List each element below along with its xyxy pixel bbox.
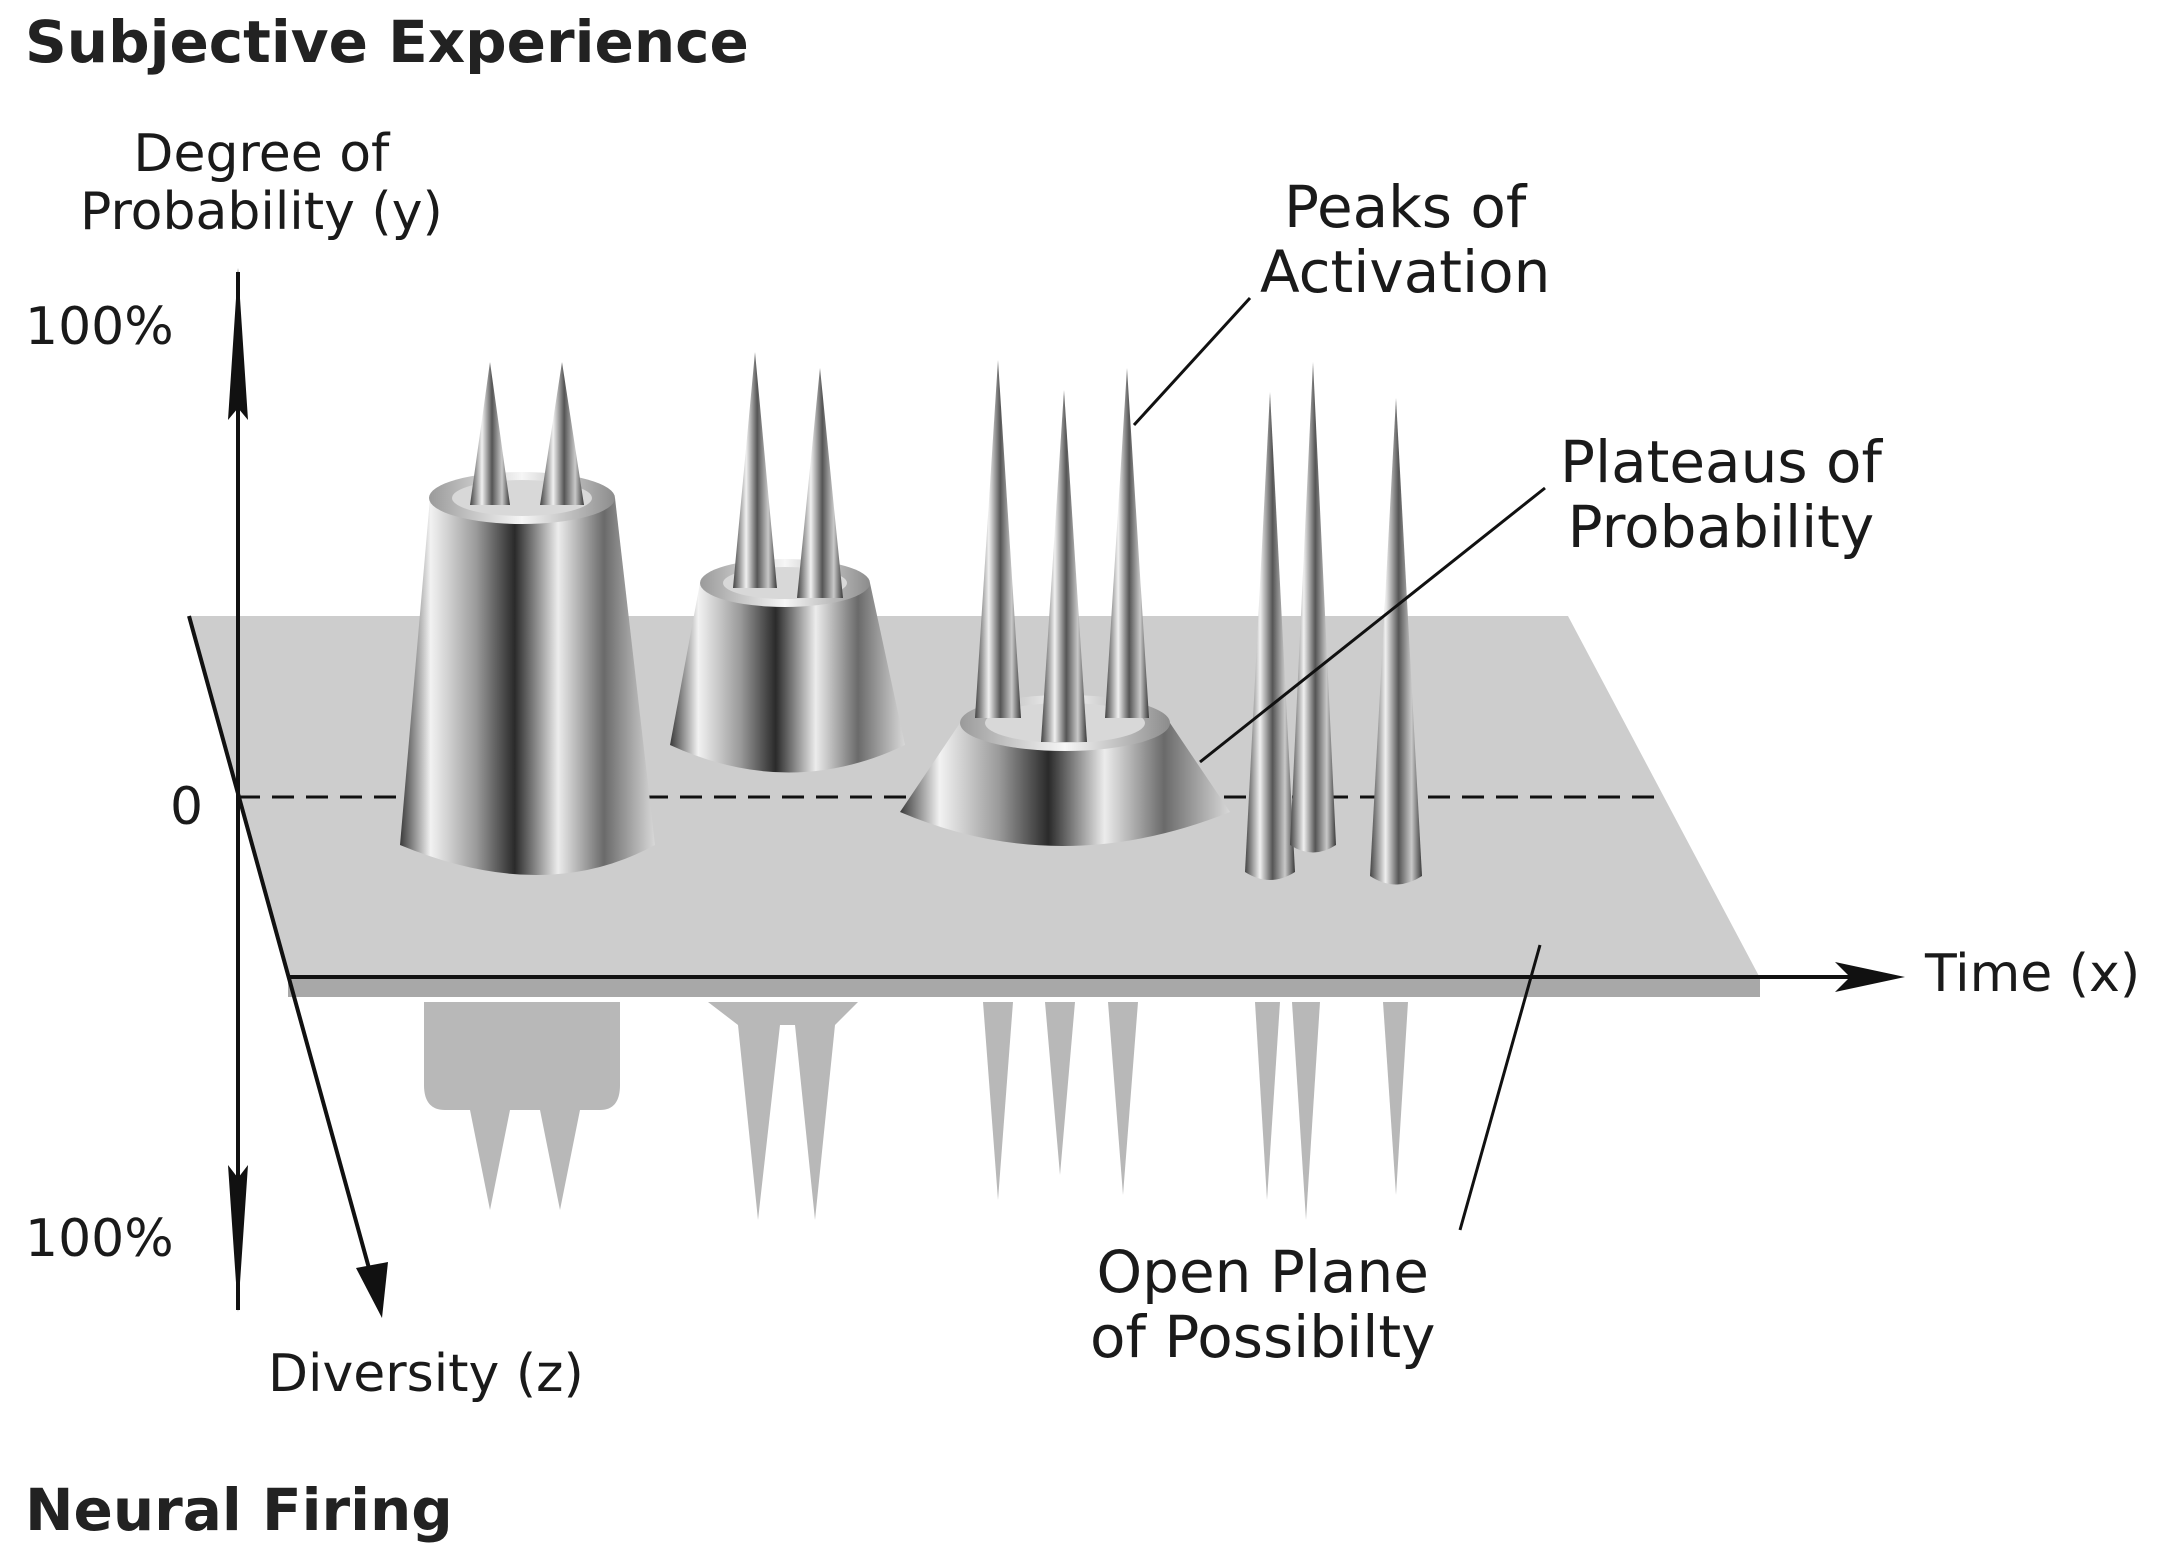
- plateau-tower-3: [900, 360, 1230, 846]
- shadow-spike-4: [1255, 1002, 1280, 1200]
- shadow-spike-6: [1383, 1002, 1408, 1195]
- y-axis-arrow-top: [228, 268, 248, 420]
- leader-plane: [1458, 944, 1542, 1231]
- callout-plateaus-of-probability: Plateaus of Probability: [1560, 428, 1882, 561]
- shadow-spike-3: [1108, 1002, 1138, 1195]
- x-axis-label: Time (x): [1925, 944, 2141, 1004]
- title-subjective-experience: Subjective Experience: [25, 8, 749, 76]
- shadow-spike-1: [983, 1002, 1013, 1200]
- leader-peaks: [1132, 296, 1252, 427]
- z-axis: [187, 615, 377, 1291]
- standalone-peaks: [1245, 362, 1422, 885]
- neural-firing-shadows: [424, 1002, 1408, 1220]
- z-axis-label: Diversity (z): [268, 1344, 584, 1404]
- y-tick-bottom: 100%: [25, 1209, 174, 1269]
- shadow-tower-1: [424, 1002, 620, 1210]
- plateau-tower-2: [670, 352, 905, 773]
- plateau-tower-1: [400, 362, 655, 875]
- shadow-tower-2: [708, 1002, 858, 1220]
- open-plane-front-edge: [288, 975, 1760, 997]
- y-tick-top: 100%: [25, 297, 174, 357]
- callout-peaks-of-activation: Peaks of Activation: [1260, 173, 1551, 306]
- title-neural-firing: Neural Firing: [25, 1476, 453, 1544]
- shadow-spike-5: [1292, 1002, 1320, 1220]
- y-tick-zero: 0: [170, 777, 204, 837]
- callout-open-plane: Open Plane of Possibilty: [1090, 1238, 1436, 1371]
- y-axis-arrow-bottom: [228, 1165, 248, 1312]
- z-axis-arrow: [356, 1262, 388, 1318]
- shadow-spike-2: [1045, 1002, 1075, 1175]
- y-axis-label: Degree of Probability (y): [80, 124, 443, 243]
- leader-plateaus: [1199, 486, 1546, 764]
- x-axis-arrow: [1835, 962, 1905, 992]
